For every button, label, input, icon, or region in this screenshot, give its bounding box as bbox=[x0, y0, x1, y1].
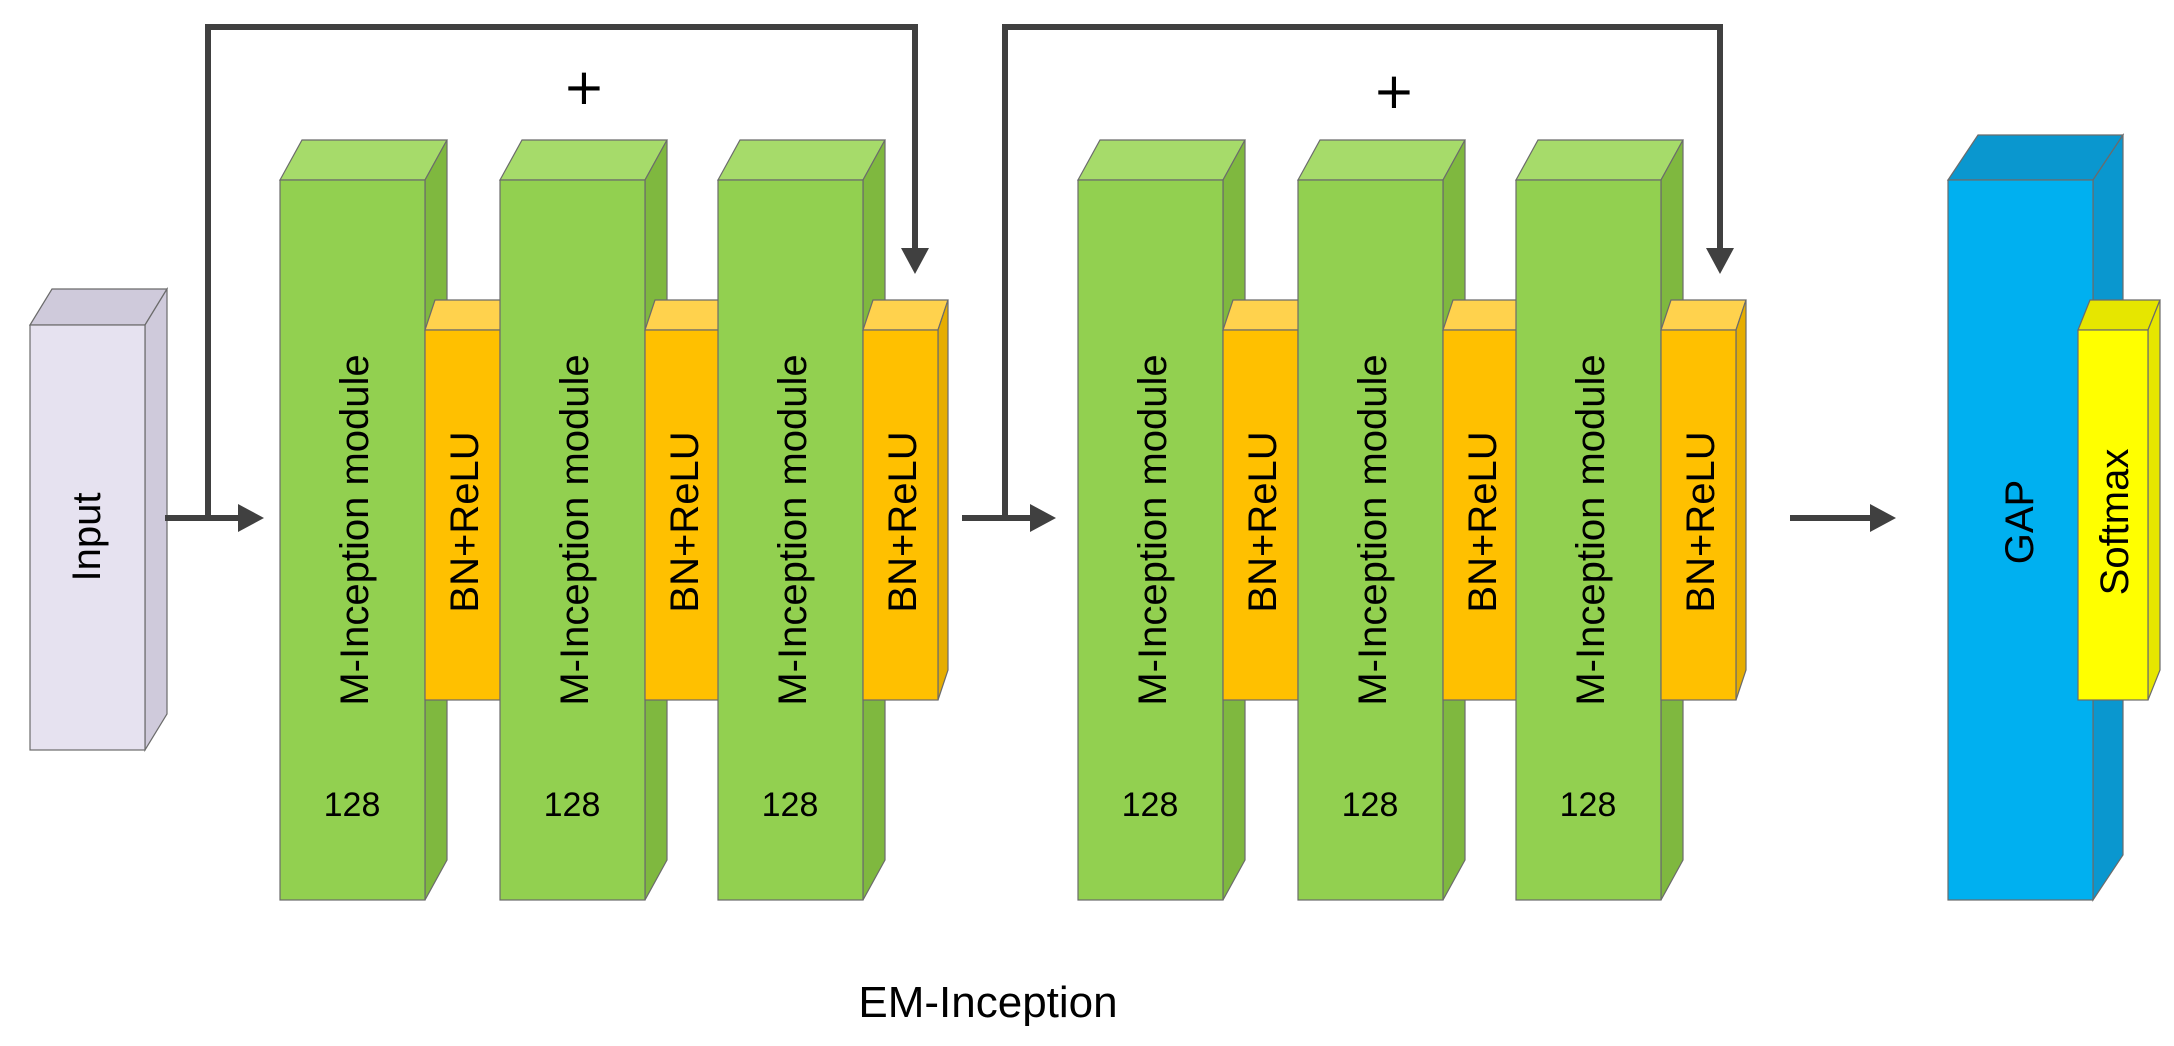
m-inception-module-4-top-face bbox=[1076, 139, 1247, 181]
m-inception-module-2-filters: 128 bbox=[544, 786, 601, 824]
bn-relu-block-3-front-face bbox=[862, 329, 939, 701]
bn-relu-block-5-front-face bbox=[1442, 329, 1519, 701]
residual-plus-2: + bbox=[1373, 62, 1415, 120]
m-inception-module-3-filters: 128 bbox=[762, 786, 819, 824]
softmax-block bbox=[2077, 299, 2161, 701]
m-inception-module-6-front-face bbox=[1515, 179, 1662, 901]
m-inception-module-3-label: M-Inception module bbox=[771, 354, 815, 705]
m-inception-module-6-label: M-Inception module bbox=[1569, 354, 1613, 705]
m-inception-module-4-label: M-Inception module bbox=[1131, 354, 1175, 705]
softmax-label: Softmax bbox=[2093, 449, 2137, 596]
bn-relu-block-5-label: BN+ReLU bbox=[1461, 431, 1505, 612]
m-inception-module-3 bbox=[716, 139, 887, 901]
m-inception-module-3-top-face bbox=[716, 139, 887, 181]
bn-relu-block-6-side-face bbox=[1735, 299, 1747, 701]
m-inception-module-5-label: M-Inception module bbox=[1351, 354, 1395, 705]
bn-relu-block-1-top-face bbox=[424, 299, 511, 331]
gap-block-top-face bbox=[1946, 134, 2125, 181]
input-arrowhead bbox=[238, 504, 264, 532]
softmax-block-top-face bbox=[2077, 299, 2161, 331]
blocks-layer bbox=[28, 133, 2161, 902]
bn-relu-block-6-label: BN+ReLU bbox=[1679, 431, 1723, 612]
gap-block-front-face bbox=[1947, 179, 2094, 901]
bn-relu-block-2 bbox=[644, 299, 731, 701]
bn-relu-block-6-top-face bbox=[1660, 299, 1747, 331]
arrows-layer bbox=[165, 24, 1896, 532]
input-block-front-face bbox=[29, 324, 146, 751]
m-inception-module-3-front-face bbox=[717, 179, 864, 901]
bn-relu-block-2-label: BN+ReLU bbox=[663, 431, 707, 612]
bn-relu-block-3-top-face bbox=[862, 299, 949, 331]
softmax-block-front-face bbox=[2077, 329, 2149, 701]
m-inception-module-5-filters: 128 bbox=[1342, 786, 1399, 824]
bn-relu-block-4-front-face bbox=[1222, 329, 1299, 701]
labels-layer: Input M-Inception module 128 BN+ReLU M-Incep… bbox=[65, 58, 2137, 1027]
bn-relu-block-2-front-face bbox=[644, 329, 721, 701]
input-block-side-face bbox=[144, 286, 168, 753]
skip-connection-1-line bbox=[205, 24, 918, 518]
bn-relu-block-3-label: BN+ReLU bbox=[881, 431, 925, 612]
m-inception-module-1-top-face bbox=[278, 139, 449, 181]
input-block bbox=[28, 286, 169, 753]
diagram-caption: EM-Inception bbox=[858, 978, 1117, 1027]
skip-connection-1-arrowhead bbox=[901, 248, 929, 274]
m-inception-module-4-filters: 128 bbox=[1122, 786, 1179, 824]
bn-relu-block-4-label: BN+ReLU bbox=[1241, 431, 1285, 612]
softmax-block-side-face bbox=[2147, 299, 2161, 701]
m-inception-module-1-filters: 128 bbox=[324, 786, 381, 824]
m-inception-module-2-label: M-Inception module bbox=[553, 354, 597, 705]
m-inception-module-1-front-face bbox=[279, 179, 426, 901]
m-inception-module-5-front-face bbox=[1297, 179, 1444, 901]
m-inception-module-6-filters: 128 bbox=[1560, 786, 1617, 824]
bn-relu-block-1-label: BN+ReLU bbox=[443, 431, 487, 612]
middle-arrowhead bbox=[1030, 504, 1056, 532]
gap-label: GAP bbox=[1998, 480, 2042, 564]
bn-relu-block-4-top-face bbox=[1222, 299, 1309, 331]
bn-relu-block-3 bbox=[862, 299, 949, 701]
m-inception-module-2-top-face bbox=[498, 139, 669, 181]
m-inception-module-1-label: M-Inception module bbox=[333, 354, 377, 705]
m-inception-module-6-top-face bbox=[1514, 139, 1685, 181]
bn-relu-block-2-top-face bbox=[644, 299, 731, 331]
input-block-top-face bbox=[28, 288, 169, 326]
skip-connection-2-line bbox=[1002, 24, 1723, 518]
m-inception-module-5-top-face bbox=[1296, 139, 1467, 181]
m-inception-module-4-front-face bbox=[1077, 179, 1224, 901]
bn-relu-block-1-front-face bbox=[424, 329, 501, 701]
bn-relu-block-6-front-face bbox=[1660, 329, 1737, 701]
residual-plus-1: + bbox=[563, 58, 605, 116]
bn-relu-block-3-side-face bbox=[937, 299, 949, 701]
bn-relu-block-6 bbox=[1660, 299, 1747, 701]
bn-relu-block-5-top-face bbox=[1442, 299, 1529, 331]
gap-arrowhead bbox=[1870, 504, 1896, 532]
skip-connection-2-arrowhead bbox=[1706, 248, 1734, 274]
input-label: Input bbox=[65, 493, 109, 582]
